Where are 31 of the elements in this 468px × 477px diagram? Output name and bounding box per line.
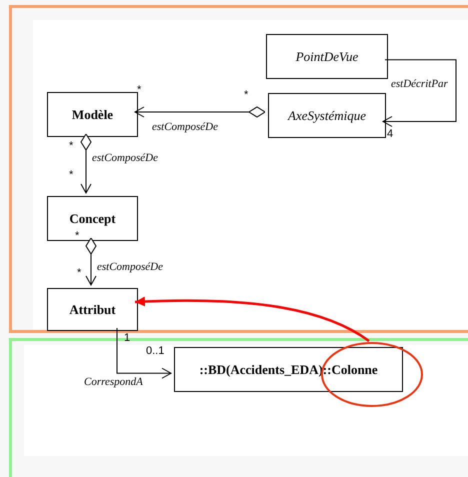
class-name: Attribut xyxy=(69,300,116,319)
multiplicity-label: * xyxy=(69,170,74,181)
multiplicity-label: 1 xyxy=(124,333,130,344)
class-box xyxy=(266,34,388,79)
association-arrow xyxy=(134,296,370,342)
class-name: PointDeVue xyxy=(296,48,358,66)
edge-label: estComposéDe xyxy=(152,122,218,133)
multiplicity-label: * xyxy=(137,85,142,96)
association-arrow xyxy=(116,328,172,379)
multiplicity-label: 4 xyxy=(387,129,394,140)
class-box xyxy=(268,93,386,138)
class-box xyxy=(47,92,138,137)
multiplicity-label: * xyxy=(69,141,74,152)
class-name: Modèle xyxy=(72,106,114,124)
class-name: Concept xyxy=(69,210,116,228)
multiplicity-label: * xyxy=(244,90,248,101)
edge-label: estComposéDe xyxy=(92,153,158,164)
multiplicity-label: * xyxy=(77,268,82,279)
association-arrow xyxy=(382,59,456,127)
edge-label: CorrespondA xyxy=(84,377,143,388)
edge-label: estDécritPar xyxy=(391,79,448,90)
multiplicity-label: 0..1 xyxy=(146,346,164,357)
model-panel xyxy=(9,5,468,333)
class-box xyxy=(47,196,138,241)
edge-label: estComposéDe xyxy=(97,262,163,273)
class-box xyxy=(47,288,138,331)
class-name: AxeSystémique xyxy=(288,106,366,125)
association-arrow xyxy=(134,106,266,118)
multiplicity-label: * xyxy=(75,231,80,242)
association-arrow xyxy=(80,134,92,194)
association-arrow xyxy=(86,238,96,286)
